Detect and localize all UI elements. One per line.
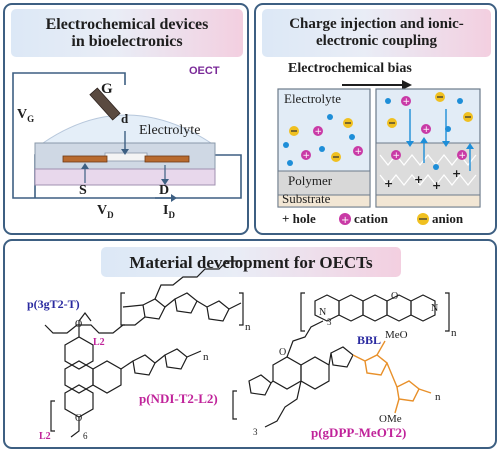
polymer-label: Polymer xyxy=(288,173,333,188)
l2-top-label: L2 xyxy=(93,337,105,348)
oect-diagram xyxy=(12,72,242,202)
svg-text:+: + xyxy=(303,151,311,161)
svg-text:+: + xyxy=(459,151,467,161)
title-line-2: electronic coupling xyxy=(316,33,437,49)
subscript-three-2: 3 xyxy=(253,427,258,437)
molecule-structures xyxy=(44,260,450,438)
svg-text:+: + xyxy=(423,125,431,135)
electrolyte-label: Electrolyte xyxy=(284,91,342,106)
legend-cation: cation xyxy=(354,211,388,226)
nitrogen-label-2: N xyxy=(319,307,327,318)
material-pndi: p(NDI-T2-L2) xyxy=(139,391,218,406)
panel-charge-injection: Charge injection and ionic- electronic c… xyxy=(254,3,497,235)
svg-text:+: + xyxy=(393,151,401,161)
electrolyte-label: Electrolyte xyxy=(139,123,201,138)
panel-title-devices: Electrochemical devices in bioelectronic… xyxy=(11,9,243,57)
vd-sub: D xyxy=(107,209,114,220)
vd-label: VD xyxy=(97,203,114,220)
oxygen-label-4: O xyxy=(279,347,287,358)
oect-label: OECT xyxy=(189,65,220,77)
vg-letter: V xyxy=(17,107,28,122)
material-pgdpp: p(gDPP-MeOT2) xyxy=(311,425,407,440)
svg-text:+: + xyxy=(355,147,363,157)
svg-text:+: + xyxy=(432,179,441,192)
panel-material-development: Material development for OECTs xyxy=(3,239,497,449)
title-line-1: Electrochemical devices xyxy=(45,16,209,33)
drain-label: D xyxy=(159,183,170,198)
vd-letter: V xyxy=(97,203,108,218)
panel-title-materials: Material development for OECTs xyxy=(101,247,401,277)
svg-text:+: + xyxy=(452,167,461,180)
source-label: S xyxy=(79,183,87,198)
svg-text:+: + xyxy=(403,97,411,107)
id-letter: I xyxy=(163,203,169,218)
l2-bottom-label: L2 xyxy=(39,431,51,442)
oxygen-label-2: O xyxy=(75,413,83,424)
svg-text:+: + xyxy=(341,215,349,226)
n-label-2: n xyxy=(451,327,457,339)
n-label-4: n xyxy=(435,391,441,403)
legend-anion: anion xyxy=(432,211,464,226)
meo-label: MeO xyxy=(385,329,408,341)
panel-title-coupling: Charge injection and ionic- electronic c… xyxy=(262,9,491,57)
id-label: ID xyxy=(163,203,175,220)
vg-label: VG xyxy=(17,107,34,124)
title-line-2: in bioelectronics xyxy=(71,33,183,50)
id-sub: D xyxy=(168,209,175,220)
n-label-1: n xyxy=(245,321,251,333)
subscript-six: 6 xyxy=(83,431,88,441)
oxygen-label-1: O xyxy=(75,319,83,330)
title-text: Material development for OECTs xyxy=(129,252,373,272)
gate-label: G xyxy=(101,81,113,97)
title-line-1: Charge injection and ionic- xyxy=(289,16,464,32)
svg-text:+: + xyxy=(384,177,393,190)
legend-hole: + hole xyxy=(282,211,316,226)
material-p3gt2t: p(3gT2-T) xyxy=(27,297,80,311)
svg-text:+: + xyxy=(315,127,323,137)
subscript-three-1: 3 xyxy=(327,317,332,327)
nitrogen-label-1: N xyxy=(431,303,439,314)
bias-label: Electrochemical bias xyxy=(288,61,412,76)
n-label-3: n xyxy=(203,351,209,363)
vg-sub: G xyxy=(27,113,35,124)
material-bbl: BBL xyxy=(357,333,382,347)
substrate-label: Substrate xyxy=(282,191,331,206)
oxygen-label-3: O xyxy=(391,291,399,302)
channel-label: d xyxy=(121,111,129,126)
svg-text:+: + xyxy=(414,173,423,186)
panel-electrochemical-devices: Electrochemical devices in bioelectronic… xyxy=(3,3,249,235)
coupling-diagram: + + + + + + + + + + + + xyxy=(277,80,481,226)
ome-label: OMe xyxy=(379,413,402,425)
